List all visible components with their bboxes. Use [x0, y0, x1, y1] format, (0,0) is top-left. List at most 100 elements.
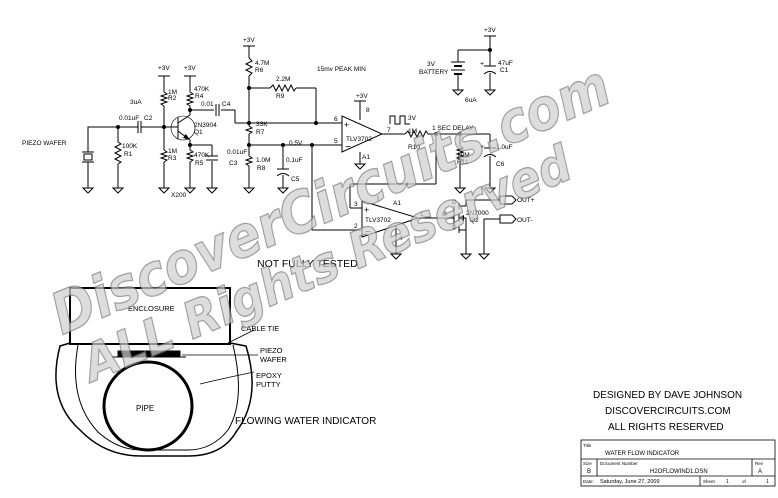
q1-emitter-arrow	[183, 134, 190, 140]
r11-ref: R11	[457, 159, 469, 166]
tb-doc: H2OFLOWIND1.DSN	[650, 469, 708, 475]
pipe-circle	[102, 360, 194, 452]
tb-rev-label: Rev	[755, 461, 764, 466]
c1-value: 47uF	[498, 60, 513, 67]
annotation-out-plus: OUT+	[517, 197, 535, 204]
c3-value: 0.01uF	[227, 149, 247, 156]
enclosure-box	[69, 287, 231, 345]
r4-value: 470K	[194, 86, 210, 93]
r2-ref: R2	[168, 95, 177, 102]
cable-tie-label: CABLE TIE	[241, 324, 279, 333]
q2-ref: Q2	[470, 217, 479, 224]
resistor-r9	[269, 83, 297, 93]
r5-value: 470K	[194, 152, 210, 159]
pin-bot-1: 1	[420, 211, 424, 218]
resistor-r8	[244, 155, 254, 167]
drawing-caption: FLOWING WATER INDICATOR	[235, 416, 376, 427]
annotation-3ua: 3uA	[130, 99, 142, 106]
r10-value: 1M	[408, 128, 417, 135]
r9-ref: R9	[276, 93, 285, 100]
r6-ref: R6	[255, 67, 264, 74]
capacitor-c1: +	[480, 61, 497, 75]
pin-bot-4: 4	[399, 235, 403, 242]
resistor-r6	[244, 57, 254, 77]
pin-q2-g: G	[442, 211, 447, 218]
resistor-r4	[185, 91, 195, 107]
pin-q2-s: S	[452, 224, 457, 231]
a1-top-ref: A1	[362, 154, 370, 161]
capacitors: + +	[132, 61, 497, 177]
supply-label-comparator: +3V	[356, 93, 368, 100]
output-connectors	[499, 195, 517, 224]
piezo-wafer-shape	[117, 350, 181, 357]
pulse-waveform-icon	[389, 115, 410, 125]
tb-sheet-num: 1	[726, 479, 729, 485]
svg-text:+: +	[480, 61, 484, 68]
r9-value: 2.2M	[276, 76, 290, 83]
resistor-r11	[455, 145, 465, 163]
r1-value: 100K	[122, 143, 138, 150]
supply-label-r2: +3V	[158, 65, 170, 72]
pin-q2-d: D	[452, 199, 457, 206]
a1-bottom-ref: A1	[393, 200, 401, 207]
annotation-half-volt: 0.5V	[289, 140, 303, 147]
capacitor-c2	[132, 121, 147, 133]
resistor-r10	[404, 129, 429, 139]
r1-ref: R1	[124, 151, 133, 158]
supply-label-c1: +3V	[484, 27, 496, 34]
capacitor-c3	[206, 155, 218, 161]
r5-ref: R5	[195, 160, 204, 167]
c2-ref: C2	[144, 115, 153, 122]
pin-top-8: 8	[366, 107, 370, 114]
r8-ref: R8	[257, 165, 266, 172]
title-block-text: Title WATER FLOW INDICATOR Size B Docume…	[583, 443, 769, 485]
pin-top-6: 6	[334, 116, 338, 123]
tb-of-label: of	[742, 479, 747, 484]
tb-date: Saturday, June 27, 2009	[600, 479, 660, 485]
piezo-label: PIEZO WAFER	[22, 140, 67, 147]
mechanical-drawing	[55, 287, 258, 457]
svg-text:+: +	[344, 120, 349, 130]
c3-ref: C3	[229, 160, 238, 167]
clamp-band	[75, 344, 239, 451]
annotation-6ua: 6uA	[465, 97, 477, 104]
title-block	[580, 439, 776, 487]
supply-label-r4: +3V	[184, 65, 196, 72]
c4-ref: C4	[222, 101, 231, 108]
c4-value: 0.01	[201, 101, 214, 108]
resistor-r1	[113, 141, 123, 165]
annotation-out-minus: OUT-	[517, 217, 533, 224]
a1-bottom-part: TLV3702	[365, 217, 391, 224]
resistor-r5	[185, 149, 195, 163]
cable-tie	[55, 342, 253, 457]
enclosure-label: ENCLOSURE	[128, 304, 175, 313]
tb-rev: A	[758, 469, 762, 475]
pin-top-7: 7	[387, 127, 391, 134]
credits: DESIGNED BY DAVE JOHNSON DISCOVERCIRCUIT…	[593, 390, 742, 433]
r11-value: 10M	[457, 152, 470, 159]
r6-value: 4.7M	[255, 60, 269, 67]
battery-value: 3V	[427, 61, 436, 68]
a1-top-part: TLV3702	[346, 136, 372, 143]
q2-arrow	[459, 215, 464, 221]
credit-rights: ALL RIGHTS RESERVED	[608, 422, 724, 433]
r3-value: 1M	[168, 148, 177, 155]
annotation-peak: 15mv PEAK MIN	[317, 66, 366, 73]
epoxy-label-line2: PUTTY	[256, 380, 281, 389]
battery-label: BATTERY	[419, 69, 449, 76]
c2-value: 0.01uF	[119, 115, 139, 122]
c6-value: 1.0uF	[496, 144, 513, 151]
annotation-x200: X200	[171, 192, 187, 199]
tb-sheet-total: 1	[766, 479, 769, 485]
junction-dots	[116, 48, 492, 147]
r4-ref: R4	[195, 93, 204, 100]
drawing-labels: ENCLOSURE CABLE TIE PIEZO WAFER EPOXY PU…	[128, 304, 376, 427]
q2-part: 2N7000	[466, 210, 489, 217]
q1-ref: Q1	[194, 129, 203, 136]
tb-size-label: Size	[583, 461, 592, 466]
credit-designer: DESIGNED BY DAVE JOHNSON	[593, 390, 742, 401]
resistors	[113, 57, 465, 167]
pin-top-5: 5	[334, 138, 338, 145]
comparator-top: + −	[341, 115, 384, 153]
